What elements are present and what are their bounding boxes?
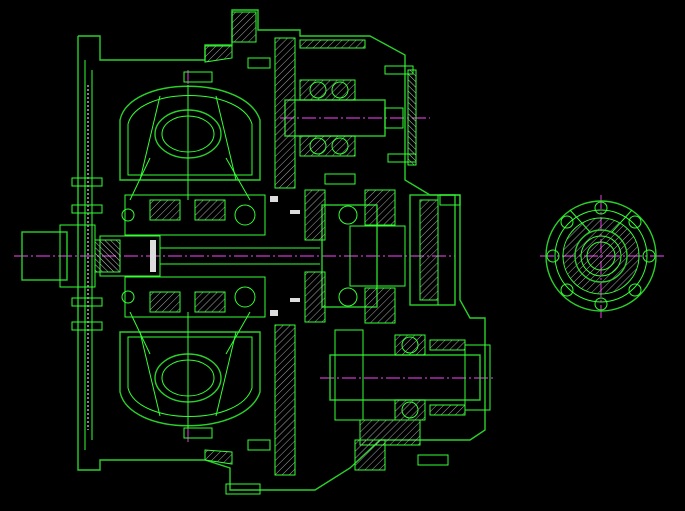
housing-hatching bbox=[204, 11, 386, 476]
right-flange bbox=[409, 194, 456, 306]
hub-bearings bbox=[121, 194, 266, 318]
upper-shaft bbox=[284, 69, 417, 166]
seal-marks bbox=[270, 196, 300, 316]
lower-shaft bbox=[329, 329, 491, 446]
bolts bbox=[71, 57, 461, 495]
torus-upper bbox=[119, 85, 261, 201]
end-view bbox=[540, 195, 665, 318]
torus-lower bbox=[119, 311, 261, 428]
section-view bbox=[14, 9, 495, 495]
input-shaft bbox=[21, 224, 320, 288]
central-gear bbox=[304, 189, 406, 324]
